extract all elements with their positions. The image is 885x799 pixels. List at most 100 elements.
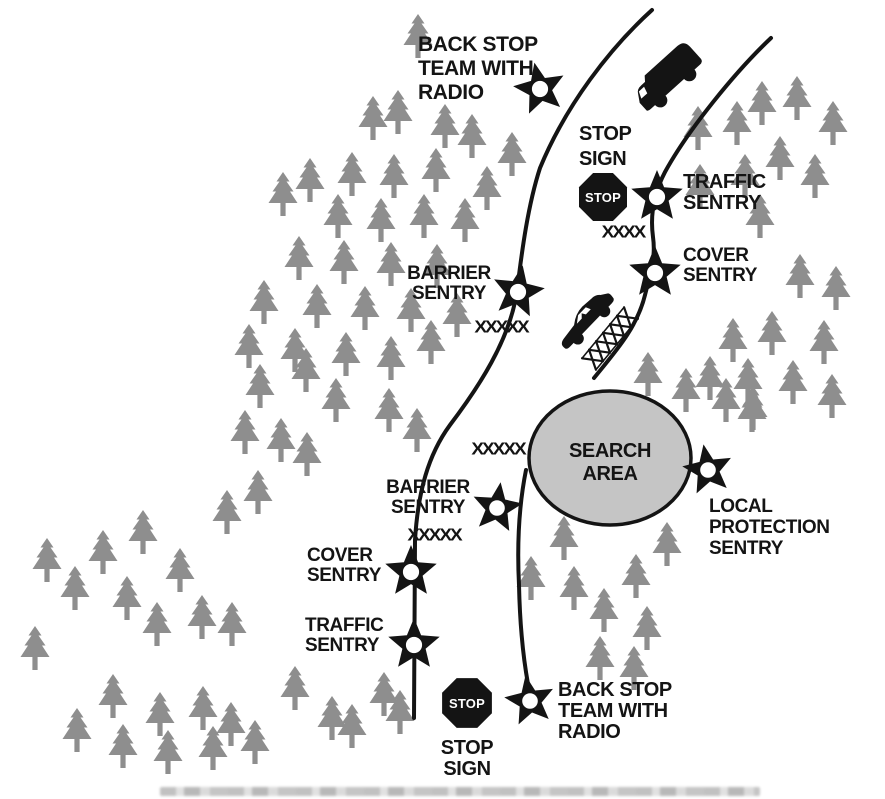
label-line: SENTRY	[683, 192, 761, 214]
approaching-car-icon	[561, 293, 614, 349]
label-line: STOP	[440, 737, 494, 759]
pine-tree-icon	[266, 418, 296, 462]
barrier-sentry-upper-star	[494, 265, 545, 317]
pine-tree-icon	[217, 602, 247, 646]
pine-tree-icon	[302, 284, 332, 328]
label-line: TRAFFIC	[683, 171, 766, 193]
wire-obstacle-search-west: XXXXX	[471, 439, 526, 460]
pine-tree-icon	[817, 374, 847, 418]
pine-tree-icon	[20, 626, 50, 670]
pine-tree-icon	[421, 148, 451, 192]
sentry-star-center	[522, 693, 538, 709]
vehicle-body	[637, 43, 702, 111]
pine-tree-icon	[234, 324, 264, 368]
label-line: SENTRY	[709, 538, 783, 559]
label-line: LOCAL	[709, 496, 773, 517]
pine-tree-icon	[165, 548, 195, 592]
label-line: SIGN	[579, 148, 627, 170]
pine-tree-icon	[745, 194, 775, 238]
stop-sign-top: STOP	[579, 173, 627, 221]
pine-tree-icon	[633, 352, 663, 396]
pine-tree-icon	[268, 172, 298, 216]
pine-tree-icon	[497, 132, 527, 176]
label-line: AREA	[582, 463, 638, 485]
pine-tree-icon	[374, 388, 404, 432]
pine-tree-icon	[457, 114, 487, 158]
stop-sign-text: STOP	[585, 190, 621, 205]
stop-octagon-icon	[579, 173, 627, 221]
pine-tree-icon	[112, 576, 142, 620]
pine-tree-icon	[376, 336, 406, 380]
barrier-cross	[608, 323, 633, 329]
label-line: BACK STOP	[418, 33, 538, 56]
pine-tree-icon	[212, 490, 242, 534]
sentry-star-center	[402, 563, 420, 581]
pine-tree-icon	[632, 606, 662, 650]
pine-tree-icon	[291, 348, 321, 392]
stop-sign-bottom: STOP	[442, 678, 492, 728]
cover-sentry-top-star	[629, 246, 681, 295]
backstop-team-bottom-star	[504, 675, 553, 725]
pine-tree-icon	[757, 311, 787, 355]
pine-tree-icon	[422, 244, 452, 288]
pine-tree-icon	[187, 595, 217, 639]
pine-tree-icon	[60, 566, 90, 610]
label-line: TEAM WITH	[418, 57, 534, 80]
pine-tree-icon	[472, 166, 502, 210]
pine-tree-icon	[358, 96, 388, 140]
pine-tree-icon	[730, 154, 760, 198]
pine-tree-icon	[396, 288, 426, 332]
pine-tree-icon	[128, 510, 158, 554]
stop-octagon-icon	[442, 678, 492, 728]
wire-obstacle-lower-barrier: XXXXX	[407, 525, 462, 546]
pine-tree-icon	[295, 158, 325, 202]
pine-tree-icon	[711, 378, 741, 422]
cropped-caption-strip	[160, 787, 760, 796]
pine-tree-icon	[284, 236, 314, 280]
label-line: SENTRY	[412, 283, 486, 304]
pine-tree-icon	[216, 702, 246, 746]
pine-tree-icon	[718, 318, 748, 362]
pine-tree-icon	[652, 522, 682, 566]
label-line: SEARCH	[568, 440, 652, 462]
pine-tree-icon	[280, 666, 310, 710]
pine-tree-icon	[321, 378, 351, 422]
pine-tree-icon	[671, 368, 701, 412]
pine-tree-icon	[765, 136, 795, 180]
backstop-team-top-star	[513, 62, 564, 114]
sentry-star-center	[509, 283, 527, 301]
pine-tree-icon	[198, 726, 228, 770]
sentry-star-center	[648, 188, 666, 206]
traffic-sentry-top-star	[631, 170, 683, 219]
hatched-barrier	[580, 306, 640, 371]
pine-tree-icon	[383, 90, 413, 134]
pine-tree-icon	[695, 356, 725, 400]
pine-tree-icon	[450, 198, 480, 242]
pine-tree-icon	[243, 470, 273, 514]
pine-tree-icon	[430, 104, 460, 148]
pine-tree-icon	[249, 280, 279, 324]
vehicle-body	[561, 293, 614, 349]
local-protection-sentry-star	[682, 444, 731, 494]
pine-tree-icon	[818, 101, 848, 145]
road-right-edge-lower	[516, 468, 530, 686]
sentry-star-center	[405, 636, 423, 654]
pine-tree-icon	[280, 328, 310, 372]
pine-tree-icon	[747, 81, 777, 125]
barrier-cross	[580, 357, 605, 363]
barrier-cross	[615, 314, 640, 320]
pine-tree-icon	[108, 724, 138, 768]
pine-tree-icon	[800, 154, 830, 198]
pine-tree-icon	[403, 14, 433, 58]
search-area-ellipse	[527, 389, 693, 527]
